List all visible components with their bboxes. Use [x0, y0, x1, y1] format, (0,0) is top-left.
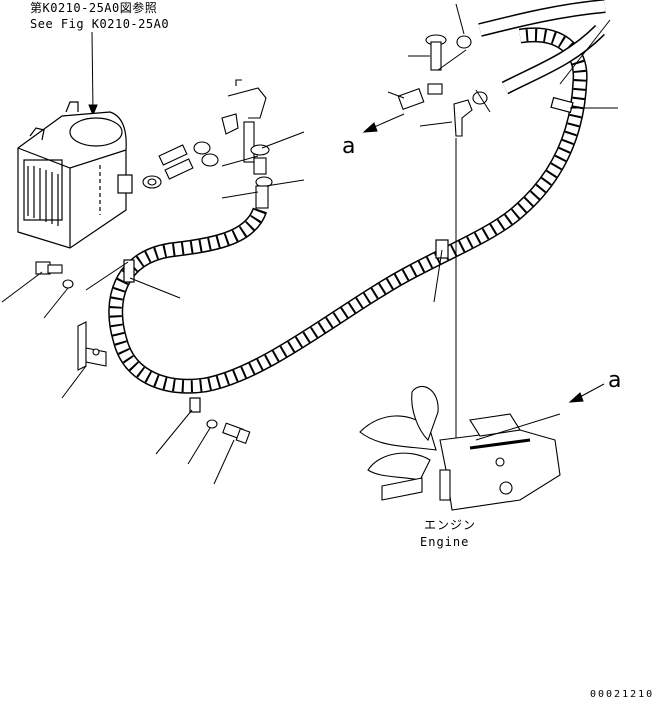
reference-label-jp: 第K0210-25A0図参照	[30, 1, 158, 15]
upper-hose	[478, 0, 606, 95]
tank-fittings	[142, 79, 273, 209]
figure-number: 00021210	[590, 689, 655, 700]
reference-leader	[88, 31, 98, 117]
bracket-left	[77, 321, 107, 371]
engine-label-en: Engine	[420, 535, 470, 549]
bolt-lower	[206, 419, 251, 445]
view-marker-a-top: a	[342, 134, 356, 159]
bolt-left	[35, 261, 74, 289]
reference-label-en: See Fig K0210-25A0	[30, 17, 170, 31]
engine-drawing	[359, 386, 561, 511]
engine-label-jp: エンジン	[424, 518, 477, 532]
callout-leaders	[1, 3, 618, 485]
upper-fittings	[397, 34, 488, 137]
main-hose	[108, 27, 588, 394]
reservoir-tank	[17, 101, 133, 249]
section-arrows	[362, 113, 605, 403]
hose-clamps	[123, 96, 574, 413]
view-marker-a-right: a	[608, 368, 622, 393]
